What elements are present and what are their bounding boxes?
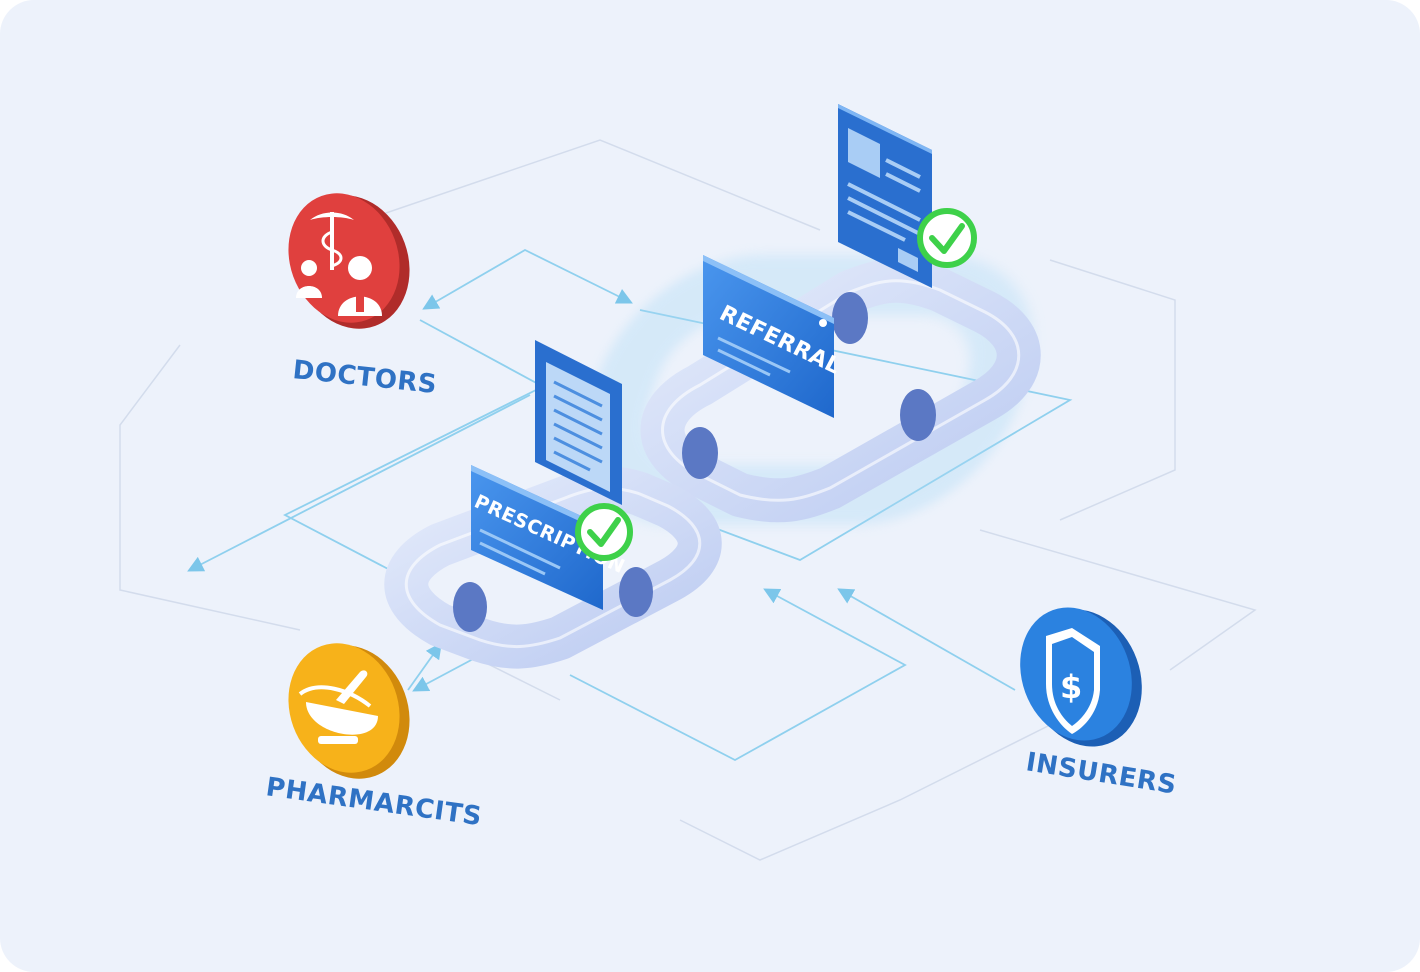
pipe-coupling <box>682 427 718 479</box>
insurers-label: INSURERS <box>1024 747 1179 800</box>
pharmacists-label: PHARMARCITS <box>264 772 484 832</box>
medical-staff-icon <box>296 212 382 316</box>
pipe-coupling <box>832 292 868 344</box>
referral-card: REFERRAL <box>703 255 845 418</box>
referral-pipe-loop <box>583 255 1041 525</box>
doctors-label: DOCTORS <box>291 355 438 400</box>
doctors-node <box>288 193 410 329</box>
svg-text:$: $ <box>1060 668 1082 706</box>
shield-dollar-icon: $ <box>1046 628 1100 734</box>
insurers-node: $ <box>1020 607 1142 747</box>
prescription-check-icon <box>575 503 633 561</box>
referral-document <box>838 104 932 288</box>
prescription-pipe-loop <box>384 466 722 669</box>
pipe-coupling <box>619 567 653 617</box>
pipe-coupling <box>900 389 936 441</box>
prescription-document <box>535 340 622 505</box>
mortar-pestle-icon <box>298 670 378 744</box>
pharmacists-node <box>288 643 410 779</box>
referral-check-icon <box>917 208 977 268</box>
pipe-coupling <box>453 582 487 632</box>
